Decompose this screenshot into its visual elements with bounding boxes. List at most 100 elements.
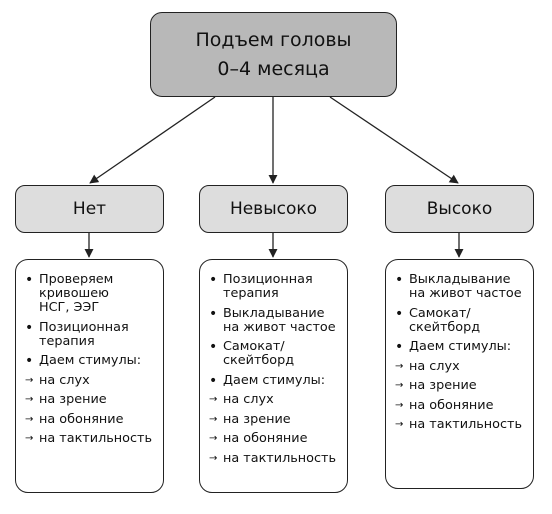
list-item: → на обоняние xyxy=(395,397,527,413)
list-item-line: на слух xyxy=(223,392,274,407)
list-item: • Самокат/скейтборд xyxy=(209,340,341,368)
list-item: → на слух xyxy=(25,373,157,388)
list-item-line: Проверяем xyxy=(39,272,114,287)
list-item-text: на тактильность xyxy=(223,450,341,466)
bullet-icon: • xyxy=(25,353,34,369)
arrow-right-icon: → xyxy=(209,394,218,405)
list-item: → на зрение xyxy=(395,379,527,393)
list-item: → на тактильность xyxy=(25,432,157,446)
list-item-line: НСГ, ЭЭГ xyxy=(39,300,100,315)
arrow-right-icon: → xyxy=(395,399,404,411)
list-item-text: на обоняние xyxy=(409,397,527,413)
list-item-line: на живот частое xyxy=(409,286,522,301)
list-item: • Даем стимулы: xyxy=(209,372,341,389)
list-item-text: на тактильность xyxy=(409,418,527,432)
bullet-icon: • xyxy=(209,272,218,288)
arrow-right-icon: → xyxy=(25,374,34,386)
list-item-line: терапия xyxy=(223,286,279,301)
arrow-root-to-right xyxy=(329,96,459,184)
list-item: → на тактильность xyxy=(395,418,527,432)
list-item-line: на живот частое xyxy=(223,319,336,335)
bullet-icon: • xyxy=(25,319,34,336)
list-item-text: Даем стимулы: xyxy=(39,354,157,368)
list-item-text: на слух xyxy=(409,358,527,374)
arrow-right-icon: → xyxy=(25,413,34,425)
category-label: Высоко xyxy=(426,199,493,219)
list-item-line: на зрение xyxy=(223,411,291,427)
list-item: → на зрение xyxy=(209,411,341,427)
bullet-icon: • xyxy=(395,305,404,322)
list-item: → на тактильность xyxy=(209,450,341,466)
list-item-line: на тактильность xyxy=(39,431,153,446)
list-item-line: Даем стимулы: xyxy=(409,339,512,354)
list-item-text: на зрение xyxy=(223,411,341,427)
arrow-right-icon: → xyxy=(395,360,404,372)
bullet-icon: • xyxy=(395,339,404,355)
arrow-right-icon: → xyxy=(209,413,218,425)
category-node-low: Невысоко xyxy=(199,185,348,233)
arrow-right-icon: → xyxy=(25,433,34,444)
list-item-line: на тактильность xyxy=(409,417,523,432)
list-item-text: на зрение xyxy=(39,393,157,407)
list-item-text: на обоняние xyxy=(39,411,157,427)
list-item: → на обоняние xyxy=(25,411,157,427)
list-item-text: на слух xyxy=(223,393,341,407)
list-item: • Даем стимулы: xyxy=(25,353,157,369)
list-item-text: на зрение xyxy=(409,379,527,393)
category-node-high: Высоко xyxy=(385,185,534,233)
root-title-line1: Подъем головы xyxy=(195,28,352,51)
list-item-line: Даем стимулы: xyxy=(39,353,142,368)
list-item-line: на обоняние xyxy=(409,397,494,413)
list-item-line: на слух xyxy=(409,358,460,374)
list-item-line: Позиционная xyxy=(223,272,313,287)
arrow-right-icon: → xyxy=(25,394,34,405)
bullet-icon: • xyxy=(209,339,218,355)
arrow-right-icon: → xyxy=(209,433,218,444)
list-item-text: Даем стимулы: xyxy=(409,340,527,354)
arrow-right-icon: → xyxy=(209,452,218,464)
list-item-line: скейтборд xyxy=(409,319,481,335)
list-item-line: Выкладывание xyxy=(409,272,511,287)
category-node-no: Нет xyxy=(15,185,164,233)
list-item: • Самокат/скейтборд xyxy=(395,305,527,335)
list-item: → на обоняние xyxy=(209,432,341,446)
list-item-text: на слух xyxy=(39,373,157,388)
bullet-icon: • xyxy=(209,305,218,322)
list-item-line: на зрение xyxy=(409,378,477,393)
bullet-icon: • xyxy=(395,272,404,288)
list-item-line: на обоняние xyxy=(223,431,308,446)
list-item-text: Самокат/скейтборд xyxy=(409,305,527,335)
category-label: Невысоко xyxy=(229,199,318,219)
list-item: • Даем стимулы: xyxy=(395,339,527,355)
list-item-line: на тактильность xyxy=(223,450,337,466)
category-label: Нет xyxy=(72,199,107,219)
list-item-line: Самокат/ xyxy=(409,305,471,321)
root-title-line2: 0–4 месяца xyxy=(217,57,330,80)
root-node: Подъем головы 0–4 месяца xyxy=(150,12,397,97)
list-item-line: Самокат/ xyxy=(223,339,285,354)
arrow-right-icon: → xyxy=(395,419,404,430)
arrow-right-icon: → xyxy=(395,380,404,391)
list-item-line: терапия xyxy=(39,333,95,349)
list-item-line: на зрение xyxy=(39,392,107,407)
bullet-icon: • xyxy=(209,372,218,389)
list-item-text: Даем стимулы: xyxy=(223,373,341,388)
list-item: → на зрение xyxy=(25,393,157,407)
list-item-line: скейтборд xyxy=(223,353,295,368)
list-item: → на слух xyxy=(395,358,527,374)
list-item-line: Выкладывание xyxy=(223,305,325,321)
list-item-line: на обоняние xyxy=(39,411,124,427)
